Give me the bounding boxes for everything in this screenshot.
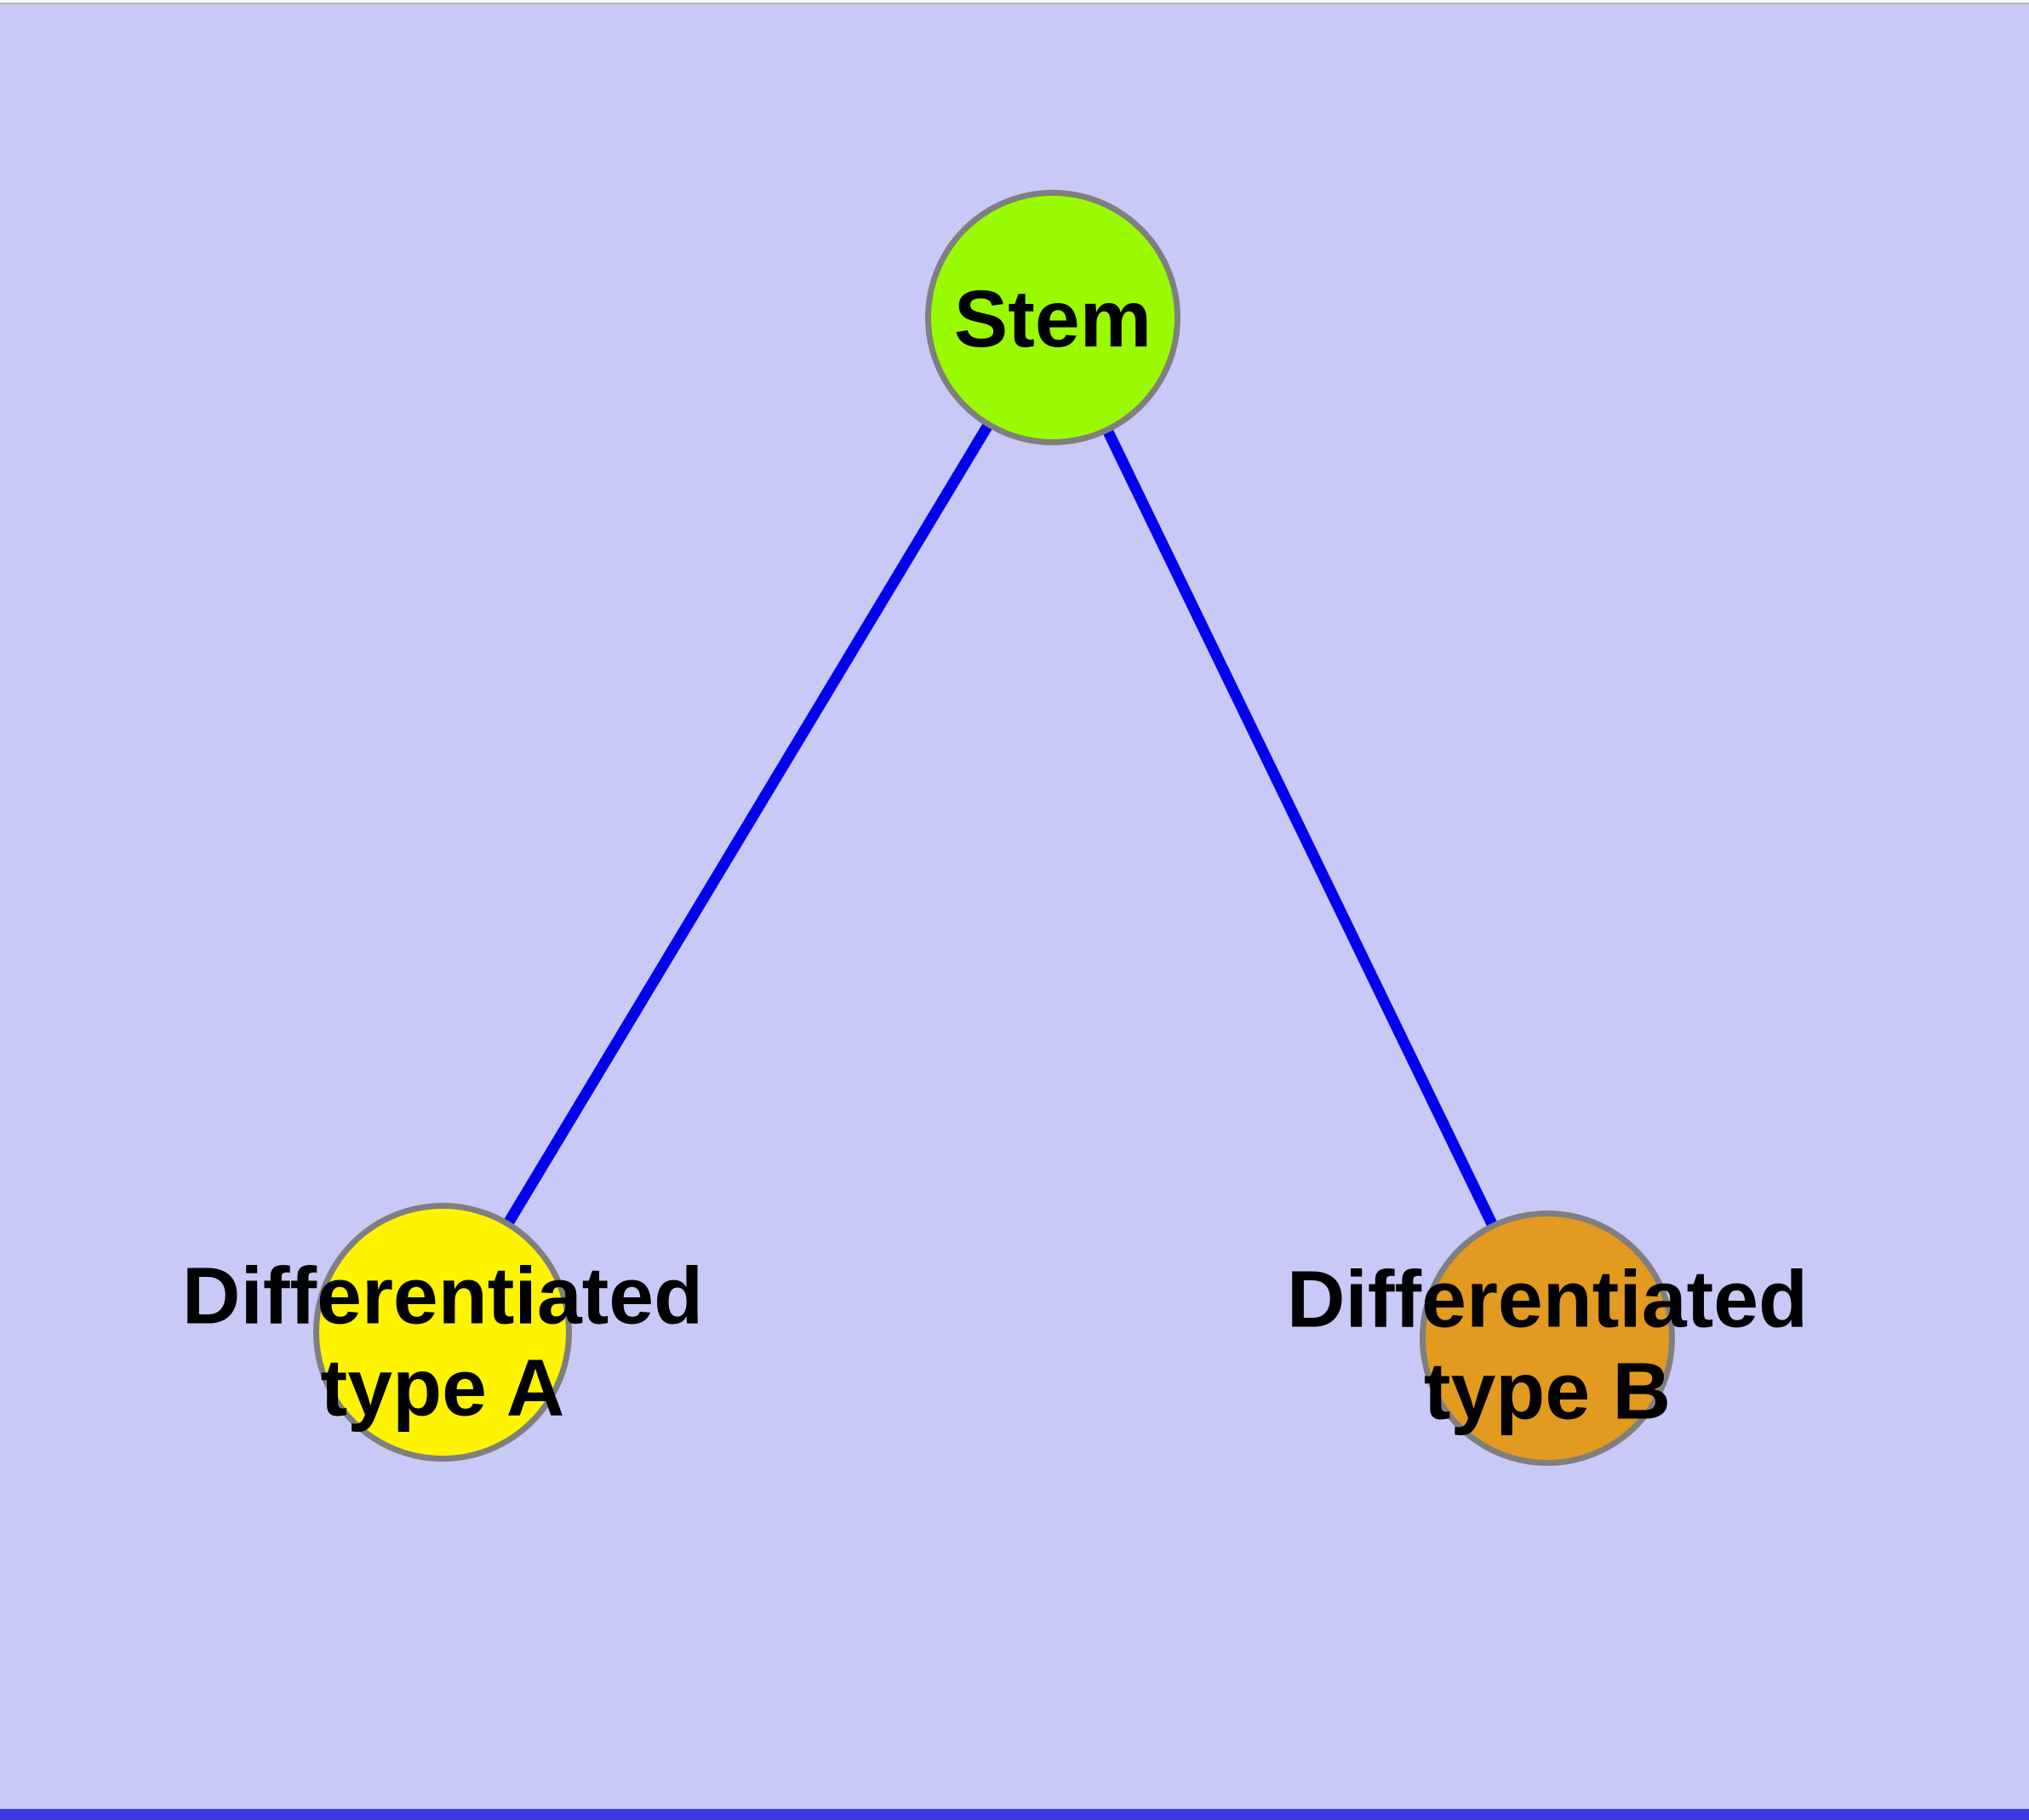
edge-stem-to-type-a xyxy=(437,314,1058,1336)
top-edge-strip xyxy=(0,0,2029,4)
node-stem-label: Stem xyxy=(954,273,1152,365)
node-type-b-label-line1: Differentiated xyxy=(1286,1254,1809,1345)
node-stem xyxy=(925,190,1180,445)
node-type-a-label: Differentiated type A xyxy=(182,1251,703,1435)
node-type-b-label: Differentiated type B xyxy=(1287,1254,1808,1439)
node-type-a-label-line2: type A xyxy=(320,1343,565,1434)
bottom-edge-strip xyxy=(0,1809,2029,1820)
node-differentiated-type-b xyxy=(1420,1210,1675,1466)
node-type-b-label-line2: type B xyxy=(1423,1347,1672,1437)
node-stem-label-text: Stem xyxy=(953,273,1152,364)
node-differentiated-type-a xyxy=(313,1203,572,1462)
edge-stem-to-type-b xyxy=(1048,315,1552,1341)
node-type-a-label-line1: Differentiated xyxy=(181,1251,704,1342)
